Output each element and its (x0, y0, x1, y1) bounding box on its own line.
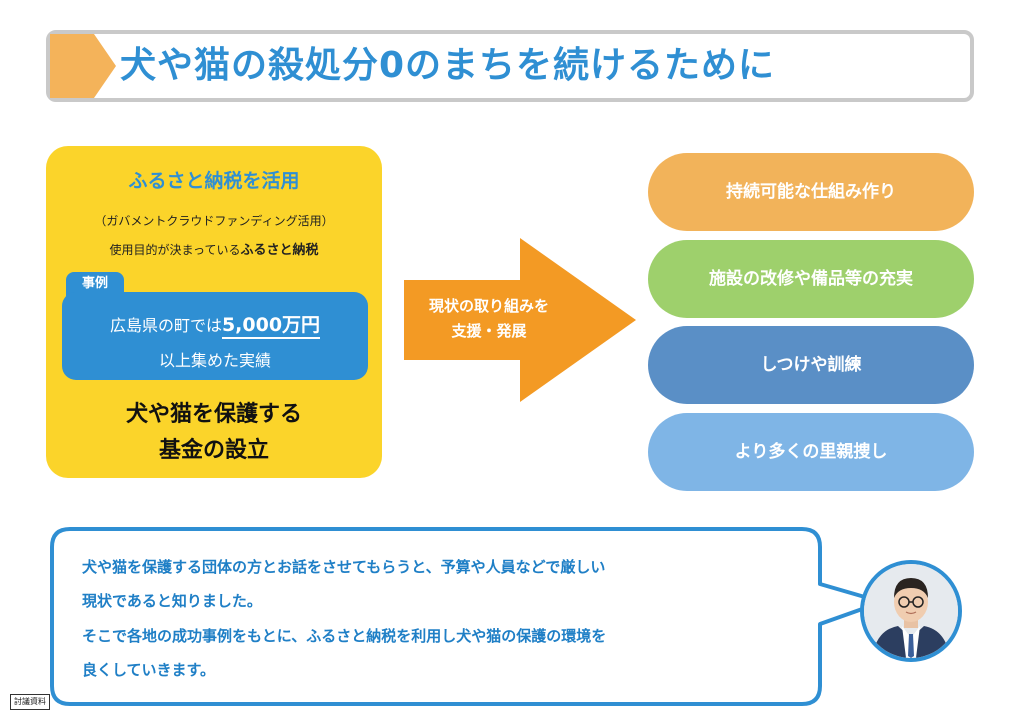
goal-pill-training: しつけや訓練 (648, 326, 974, 404)
goal-pill-sustainable: 持続可能な仕組み作り (648, 153, 974, 231)
arrow-text-line-2: 支援・発展 (451, 322, 527, 340)
case-prefix: 広島県の町では (109, 316, 222, 335)
case-box (62, 292, 368, 380)
case-amount: 5,000万円 (221, 314, 321, 339)
speech-line-3: そこで各地の成功事例をもとに、ふるさと納税を利用し犬や猫の保護の環境を (82, 627, 607, 645)
goal-pill-facilities: 施設の改修や備品等の充実 (648, 240, 974, 318)
title-chevron-icon (50, 34, 116, 98)
panel-sub-note: （ガバメントクラウドファンディング活用） (94, 214, 334, 228)
result-line-2: 基金の設立 (158, 438, 269, 463)
speech-line-4: 良くしていきます。 (82, 661, 216, 679)
speech-line-2: 現状であると知りました。 (82, 592, 262, 610)
purpose-prefix: 使用目的が決まっている (109, 243, 241, 257)
speech-bubble (50, 527, 884, 706)
document-tag: 討議資料 (10, 694, 50, 710)
goal-pill-adoption: より多くの里親捜し (648, 413, 974, 491)
case-line-1: 広島県の町では5,000万円 (62, 310, 368, 339)
case-line-2: 以上集めた実績 (158, 351, 271, 370)
page-title: 犬や猫の殺処分0のまちを続けるために (120, 45, 776, 86)
big-right-arrow-icon (404, 238, 636, 402)
result-line-1: 犬や猫を保護する (125, 402, 302, 427)
panel-purpose: 使用目的が決まっているふるさと納税 (46, 239, 382, 258)
purpose-bold: ふるさと納税 (240, 243, 319, 258)
person-portrait-icon (864, 564, 958, 658)
title-frame (46, 30, 974, 102)
arrow-text-line-1: 現状の取り組みを (428, 297, 549, 315)
avatar (860, 560, 962, 662)
panel-heading: ふるさと納税を活用 (128, 170, 300, 192)
speech-line-1: 犬や猫を保護する団体の方とお話をさせてもらうと、予算や人員などで厳しい (82, 558, 606, 576)
